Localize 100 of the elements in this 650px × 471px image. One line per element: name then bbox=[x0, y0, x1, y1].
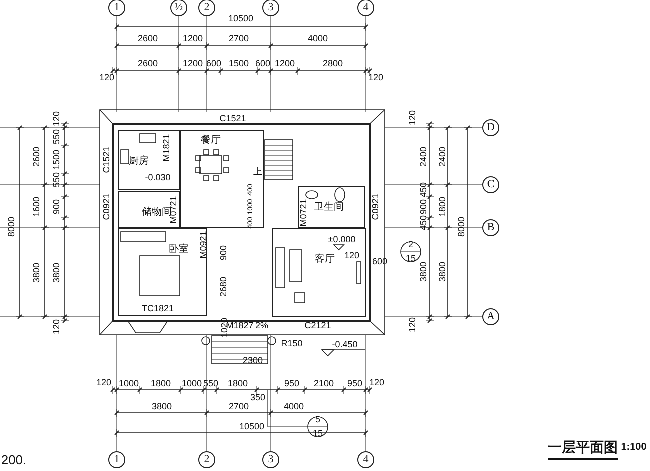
scale-label: 1:100 bbox=[621, 443, 647, 453]
room-name: 餐厅 bbox=[201, 134, 221, 147]
dimension-label: 3800 bbox=[32, 262, 42, 284]
room-outline bbox=[272, 228, 366, 317]
room-outline bbox=[118, 130, 180, 190]
dimension-label: 2400 bbox=[420, 146, 428, 168]
window-code: C2121 bbox=[304, 322, 332, 330]
dimension-label: 120 bbox=[344, 252, 360, 260]
radius-label: R150 bbox=[281, 340, 303, 348]
dimension-label: 350 bbox=[250, 394, 266, 402]
dimension-label: 2400 bbox=[438, 146, 448, 168]
elevation-mark: -0.450 bbox=[332, 340, 358, 350]
dimension-label: 1200 bbox=[182, 60, 204, 68]
elevation-mark: ±0.000 bbox=[328, 236, 356, 244]
dimension-label: 2700 bbox=[228, 402, 250, 412]
dimension-label: 10500 bbox=[228, 14, 254, 24]
axis-bubble: D bbox=[482, 120, 500, 136]
axis-bubble: C bbox=[482, 176, 500, 194]
room-outline bbox=[180, 130, 264, 228]
axis-bubble: 3 bbox=[262, 452, 280, 468]
dimension-label: 1000 bbox=[182, 380, 202, 388]
door-code: M1821 bbox=[162, 134, 172, 162]
dimension-label: 120 bbox=[408, 110, 418, 126]
dimension-label: 4000 bbox=[284, 402, 304, 412]
dimension-label: 1500 bbox=[228, 60, 250, 68]
axis-bubble: 2 bbox=[198, 452, 216, 468]
dimension-label: 120 bbox=[52, 319, 62, 335]
dimension-label: 10500 bbox=[239, 422, 265, 432]
dimension-label: 1800 bbox=[150, 380, 172, 388]
dimension-label: 900 bbox=[420, 199, 428, 215]
dimension-label: 600 bbox=[206, 60, 222, 68]
index-number: 2 bbox=[408, 240, 414, 250]
dimension-label: 550 bbox=[52, 129, 62, 145]
stair-mark: 上 bbox=[254, 168, 262, 176]
dimension-label: 550 bbox=[52, 172, 62, 188]
dimension-label: 2680 bbox=[220, 276, 228, 298]
axis-bubble: 3 bbox=[262, 0, 280, 16]
room-name: 客厅 bbox=[315, 252, 335, 266]
dimension-label: 1600 bbox=[32, 196, 42, 218]
axis-bubble: ½ bbox=[170, 0, 188, 16]
dimension-label: 1800 bbox=[438, 196, 448, 218]
dimension-label: 900 bbox=[220, 245, 228, 261]
dimension-label: 3800 bbox=[152, 402, 172, 412]
dimension-label: 2600 bbox=[138, 60, 158, 68]
axis-bubble: B bbox=[482, 220, 500, 236]
room-name: 卧室 bbox=[169, 242, 189, 256]
window-code: C0921 bbox=[102, 194, 112, 220]
dimension-label: 1500 bbox=[52, 150, 62, 170]
dimension-label: 3800 bbox=[438, 262, 448, 282]
dimension-label: 8000 bbox=[458, 216, 466, 238]
dimension-label: 2600 bbox=[32, 146, 42, 168]
dimension-label: 3800 bbox=[420, 262, 428, 282]
axis-bubble: A bbox=[482, 308, 500, 326]
index-number: 15 bbox=[406, 254, 416, 264]
dimension-label: 2300 bbox=[242, 356, 264, 366]
dimension-label: 120 bbox=[408, 317, 418, 333]
slope-mark: 2% bbox=[256, 322, 268, 330]
dimension-label: 900 bbox=[52, 199, 62, 215]
dimension-label: 1000 bbox=[118, 380, 140, 388]
axis-bubble: 2 bbox=[198, 0, 216, 16]
room-outline bbox=[118, 228, 207, 316]
window-code: C1521 bbox=[220, 114, 246, 124]
dimension-label: 600 bbox=[255, 60, 271, 68]
door-code: M0921 bbox=[200, 231, 208, 259]
dimension-label: 4000 bbox=[308, 34, 328, 44]
door-code: M1827 bbox=[226, 322, 254, 330]
dimension-label: 2600 bbox=[138, 34, 158, 44]
axis-bubble: 1 bbox=[108, 0, 126, 16]
dimension-label: 450 bbox=[420, 215, 428, 231]
room-outline bbox=[118, 191, 180, 228]
dimension-label: 8000 bbox=[8, 216, 16, 238]
room-name: 厨房 bbox=[129, 154, 149, 168]
axis-bubble: 4 bbox=[358, 452, 374, 468]
drawing-title: 一层平面图 bbox=[548, 439, 618, 460]
axis-bubble: 1 bbox=[108, 452, 126, 468]
elevation-mark: -0.030 bbox=[145, 174, 171, 182]
room-outline bbox=[298, 186, 365, 228]
dimension-label: 120 bbox=[52, 111, 62, 127]
dimension-label: 450 bbox=[420, 182, 428, 198]
dimension-label: 3800 bbox=[52, 262, 62, 284]
dimension-label: 950 bbox=[284, 380, 300, 388]
dimension-label: 950 bbox=[347, 380, 363, 388]
axis-bubble: 4 bbox=[358, 0, 374, 16]
dimension-label: 120 bbox=[99, 74, 115, 82]
dimension-label: 550 bbox=[203, 380, 219, 388]
dimension-label: 1200 bbox=[182, 34, 204, 44]
window-code: TC1821 bbox=[142, 304, 174, 314]
index-number: 5 bbox=[316, 416, 320, 424]
dimension-label: 120 bbox=[368, 74, 384, 82]
dimension-label: 120 bbox=[369, 378, 385, 388]
note-text: 200. bbox=[1, 454, 27, 466]
dimension-label: 2700 bbox=[228, 34, 250, 44]
window-code: C1521 bbox=[102, 146, 112, 174]
window-code: C0921 bbox=[372, 194, 380, 220]
room-name: 卫生间 bbox=[314, 200, 344, 214]
dimension-label: 1200 bbox=[274, 60, 296, 68]
dimension-label: 1800 bbox=[228, 380, 248, 388]
dimension-label: 2800 bbox=[322, 60, 344, 68]
door-code: M0721 bbox=[300, 199, 308, 227]
dimension-label: 2100 bbox=[314, 380, 334, 388]
